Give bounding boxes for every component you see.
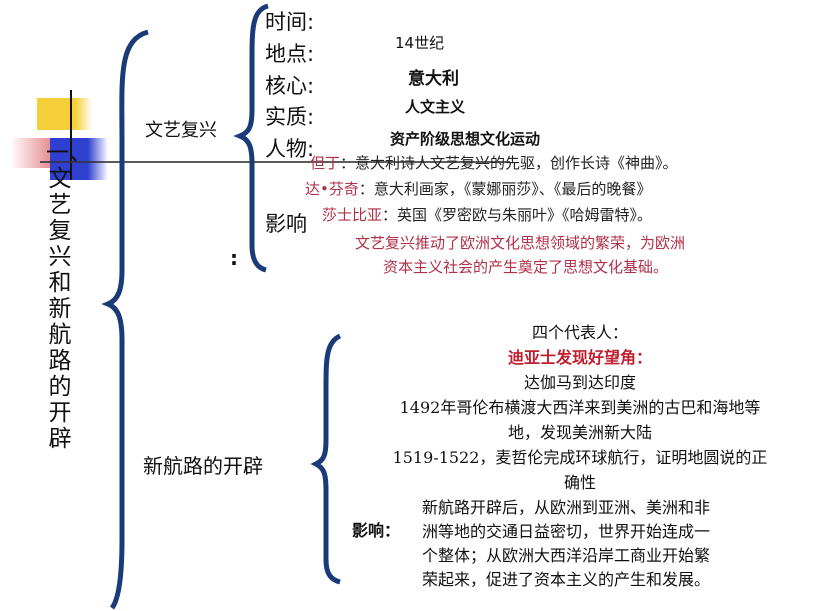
person-name: 但丁 xyxy=(310,154,341,172)
renaissance-impact-line: 资本主义社会的产生奠定了思想文化基础。 xyxy=(383,258,669,276)
route-line: 1519-1522，麦哲伦完成环球航行，证明地圆说的正 xyxy=(392,448,768,467)
person-dante: 但丁：意大利诗人文艺复兴的先驱，创作长诗《神曲》。 xyxy=(310,152,678,173)
label-place: 地点: xyxy=(265,42,315,66)
new-routes-title: 新航路的开辟 xyxy=(143,454,263,478)
route-line: 确性 xyxy=(563,473,596,492)
new-routes-brace xyxy=(310,333,342,585)
horizontal-rule xyxy=(40,161,510,163)
person-da-vinci: 达•芬奇：意大利画家，《蒙娜丽莎》、《最后的晚餐》 xyxy=(305,178,651,199)
value-time: 14世纪 xyxy=(395,34,445,52)
label-impact: 影响 xyxy=(265,212,307,236)
person-shakespeare: 莎士比亚：英国《罗密欧与朱丽叶》《哈姆雷特》。 xyxy=(322,204,652,225)
person-desc: ：意大利画家，《蒙娜丽莎》、《最后的晚餐》 xyxy=(358,180,652,198)
main-brace xyxy=(101,29,149,610)
vertical-rule xyxy=(70,90,72,180)
blue-square-decoration xyxy=(50,138,108,180)
person-name: 莎士比亚 xyxy=(322,206,383,224)
label-time: 时间: xyxy=(265,10,315,34)
route-line: 迪亚士发现好望角： xyxy=(507,348,652,367)
route-line: 1492年哥伦布横渡大西洋来到美洲的古巴和海地等 xyxy=(399,398,761,417)
new-routes-impact-line: 个整体；从欧洲大西洋沿岸工商业开始繁 xyxy=(422,546,711,565)
yellow-square-decoration xyxy=(37,98,92,130)
label-essence: 实质: xyxy=(265,105,315,129)
value-place: 意大利 xyxy=(408,69,459,89)
person-desc: ：英国《罗密欧与朱丽叶》《哈姆雷特》。 xyxy=(382,206,653,224)
new-routes-impact-line: 新航路开辟后，从欧洲到亚洲、美洲和非 xyxy=(422,498,711,517)
representatives-header: 四个代表人： xyxy=(531,323,628,342)
renaissance-brace xyxy=(233,3,269,273)
renaissance-impact-line: 文艺复兴推动了欧洲文化思想领域的繁荣，为欧洲 xyxy=(355,234,686,252)
person-desc: ：意大利诗人文艺复兴的先驱，创作长诗《神曲》。 xyxy=(340,154,678,172)
person-name: 达•芬奇 xyxy=(305,180,359,198)
route-line: 达伽马到达印度 xyxy=(523,373,636,392)
label-core: 核心: xyxy=(265,74,315,98)
new-routes-impact-line: 荣起来，促进了资本主义的产生和发展。 xyxy=(422,570,711,589)
new-routes-impact-line: 洲等地的交通日益密切，世界开始连成一 xyxy=(422,522,711,541)
value-essence: 资产阶级思想文化运动 xyxy=(390,130,541,148)
new-routes-impact-label: 影响： xyxy=(352,521,401,540)
impact-colon: : xyxy=(230,246,238,270)
route-line: 地，发现美洲新大陆 xyxy=(507,423,652,442)
renaissance-title: 文艺复兴 xyxy=(145,120,217,141)
value-core: 人文主义 xyxy=(405,98,466,116)
label-people: 人物: xyxy=(265,137,315,161)
